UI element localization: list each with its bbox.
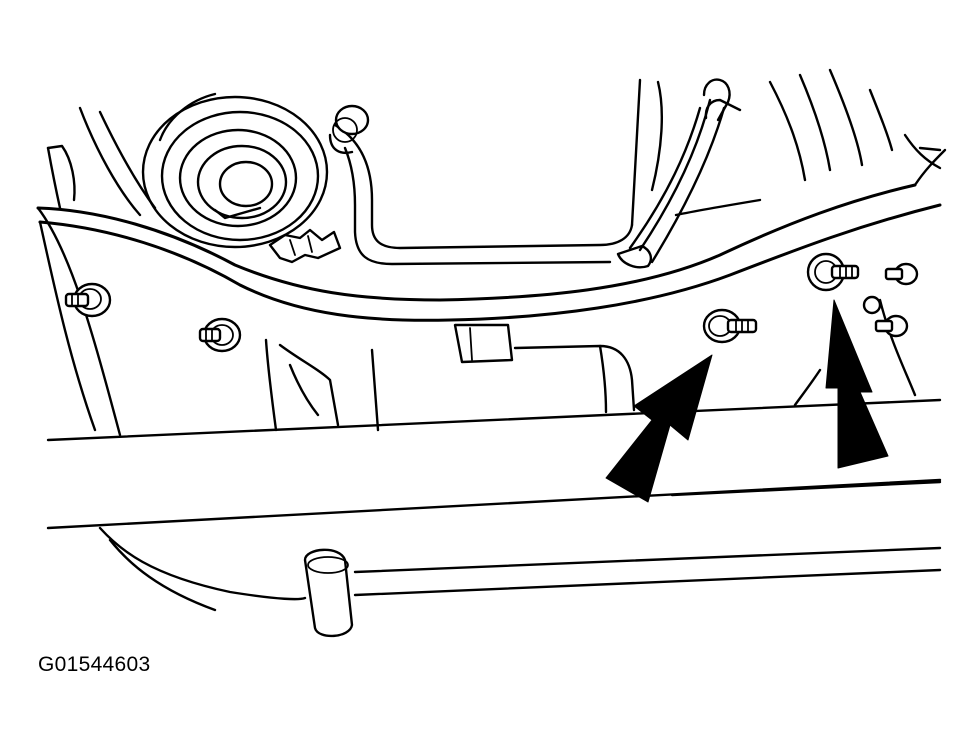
bracket-block	[453, 323, 514, 364]
arrow-indicator-right	[825, 299, 889, 469]
hose-clip	[268, 228, 342, 264]
bolt-hole	[862, 295, 882, 315]
bolt-center-right	[702, 308, 758, 344]
arrow-indicator-left	[605, 354, 713, 503]
bolt-left-inner	[198, 317, 242, 353]
figure-code-label: G01544603	[38, 653, 151, 676]
left-housing-panel	[36, 106, 157, 437]
round-mount-assembly	[141, 92, 370, 249]
cable-harness	[616, 78, 731, 269]
stabilizer-bar	[98, 526, 942, 638]
upper-body-structure	[333, 68, 942, 266]
bolt-right-upper	[806, 252, 860, 292]
bolt-far-right-lower	[874, 314, 909, 338]
lower-panel	[38, 220, 917, 432]
bolt-left-outer	[64, 282, 112, 318]
main-crossmember	[36, 146, 947, 322]
bolt-far-right-upper	[884, 262, 919, 286]
lower-rail	[46, 398, 942, 530]
